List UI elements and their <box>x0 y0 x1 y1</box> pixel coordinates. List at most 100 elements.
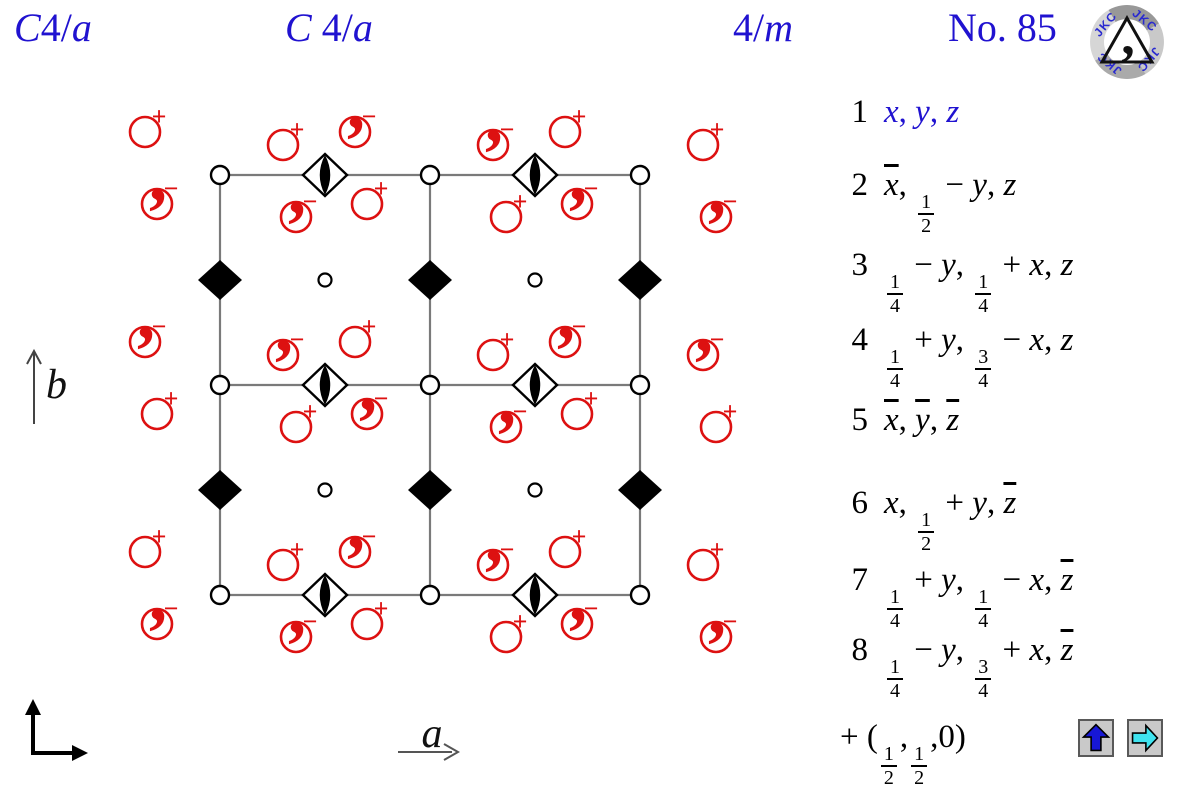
comma-glyph: , <box>498 359 516 439</box>
height-sign: − <box>513 397 528 426</box>
atom-minus-comma <box>476 128 510 162</box>
atom-plus-circle <box>489 200 523 234</box>
four-fold-axis-icon <box>198 260 242 300</box>
height-sign: + <box>710 115 725 144</box>
atom-plus-circle <box>338 325 372 359</box>
comma-glyph: , <box>485 77 503 157</box>
four-bar-axis-lens <box>319 575 331 615</box>
height-sign: + <box>513 187 528 216</box>
logo-comma-icon: , <box>1121 6 1135 66</box>
atom-minus-comma <box>489 410 523 444</box>
inversion-center-icon <box>419 374 441 396</box>
height-sign: − <box>710 325 725 354</box>
logo-inner-disc <box>1104 19 1150 65</box>
height-sign: + <box>710 535 725 564</box>
nav-next-button[interactable] <box>1127 719 1163 757</box>
comma-glyph: , <box>149 136 167 216</box>
position-number: 1 <box>851 94 869 130</box>
nav-up-button[interactable] <box>1078 719 1114 757</box>
height-sign: + <box>290 535 305 564</box>
height-sign: − <box>572 312 587 341</box>
atom-minus-comma <box>350 397 384 431</box>
position-number: 6 <box>851 485 869 521</box>
four-fold-axis-icon <box>408 470 452 510</box>
atom-minus-comma <box>560 187 594 221</box>
atom-plus-circle <box>350 187 384 221</box>
space-group-diagram: +,−+,−+,−,−+,−++,−,−+,−+,−++,−+,−,−++,−+… <box>25 64 738 761</box>
height-sign: − <box>584 174 599 203</box>
height-sign: − <box>584 594 599 623</box>
comma-glyph: , <box>695 287 713 367</box>
height-sign: − <box>500 535 515 564</box>
inversion-center-icon <box>209 374 231 396</box>
height-sign: + <box>572 522 587 551</box>
four-fold-axis-icon <box>408 260 452 300</box>
inversion-center-icon <box>629 164 651 186</box>
axis-b-label: b <box>46 362 67 408</box>
position-number: 8 <box>851 632 869 668</box>
comma-glyph: , <box>288 569 306 649</box>
height-sign: + <box>290 115 305 144</box>
height-sign: − <box>152 312 167 341</box>
height-sign: − <box>303 607 318 636</box>
atom-minus-comma <box>699 620 733 654</box>
height-sign: + <box>500 325 515 354</box>
height-sign: − <box>723 187 738 216</box>
four-fold-axis-icon <box>198 470 242 510</box>
space-group-short-symbol: C4/a <box>14 5 92 50</box>
atom-plus-circle <box>699 410 733 444</box>
height-sign: − <box>500 115 515 144</box>
atom-minus-comma <box>476 548 510 582</box>
atom-plus-circle <box>128 535 162 569</box>
atom-plus-circle <box>686 128 720 162</box>
atom-minus-comma <box>279 620 313 654</box>
right-arrow-icon <box>1131 723 1159 753</box>
position-number: 3 <box>851 247 869 283</box>
up-arrow-icon <box>1081 723 1111 752</box>
atom-minus-comma <box>560 607 594 641</box>
atom-plus-circle <box>686 548 720 582</box>
axis-a-label: a <box>422 711 443 757</box>
atom-plus-circle <box>548 535 582 569</box>
atom-minus-comma <box>140 607 174 641</box>
comma-glyph: , <box>359 346 377 426</box>
inversion-center-icon <box>419 584 441 606</box>
inversion-center-small-icon <box>527 482 543 498</box>
height-sign: + <box>362 312 377 341</box>
inversion-center-icon <box>209 164 231 186</box>
comma-glyph: , <box>149 556 167 636</box>
comma-glyph: , <box>569 556 587 636</box>
atom-plus-circle <box>548 115 582 149</box>
height-sign: − <box>290 325 305 354</box>
atom-plus-circle <box>140 397 174 431</box>
comma-glyph: , <box>288 149 306 229</box>
b-axis: b <box>26 348 67 424</box>
origin-axes-icon <box>25 699 88 761</box>
atom-plus-circle <box>350 607 384 641</box>
a-axis: a <box>398 711 461 761</box>
position-number: 5 <box>851 402 869 438</box>
height-sign: + <box>584 384 599 413</box>
comma-glyph: , <box>708 149 726 229</box>
atom-plus-circle <box>560 397 594 431</box>
height-sign: − <box>723 607 738 636</box>
four-bar-axis-lens <box>319 155 331 195</box>
comma-glyph: , <box>569 136 587 216</box>
four-bar-axis-lens <box>319 365 331 405</box>
height-sign: + <box>374 594 389 623</box>
comma-glyph: , <box>137 274 155 354</box>
atom-plus-circle <box>489 620 523 654</box>
